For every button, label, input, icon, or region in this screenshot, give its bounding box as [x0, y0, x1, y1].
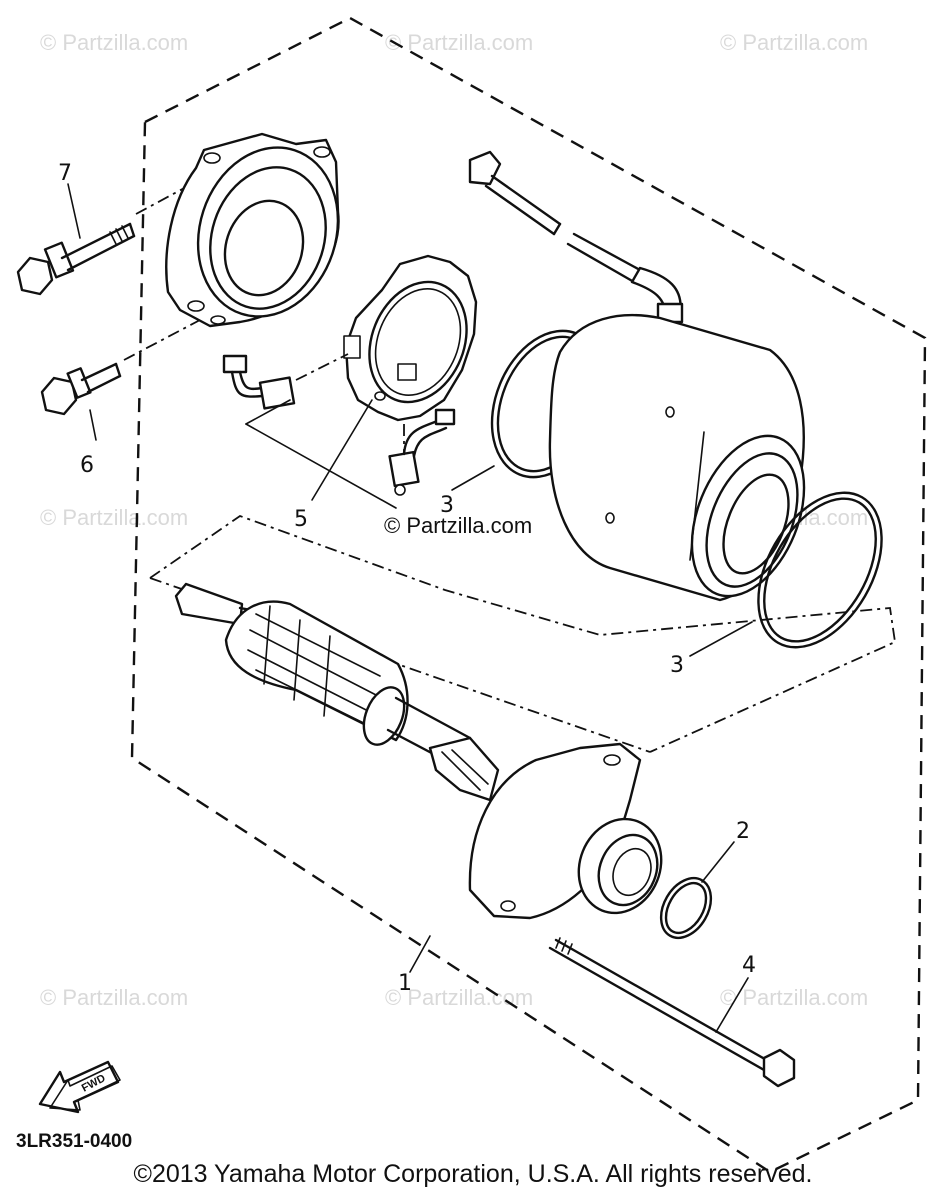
callout-3a-leader — [451, 465, 495, 491]
o-ring-yoke-front — [757, 491, 883, 649]
copyright-notice: ©2013 Yamaha Motor Corporation, U.S.A. A… — [133, 1160, 813, 1188]
callout-1: 1 — [398, 971, 412, 996]
callout-6-leader — [89, 409, 97, 441]
bolt-long — [16, 222, 136, 296]
callout-5: 5 — [294, 507, 308, 532]
watermark-top-center: © Partzilla.com — [385, 30, 533, 55]
callout-4-leader — [715, 977, 749, 1033]
brush-lead-left — [222, 354, 296, 410]
lead-wire — [468, 150, 684, 324]
bolt-long-guide — [135, 185, 189, 215]
yoke — [548, 313, 806, 602]
callout-2-leader — [701, 841, 735, 883]
armature-group-outline — [149, 514, 896, 753]
fwd-arrow-icon: FWD — [38, 1060, 121, 1114]
o-ring-small — [659, 876, 713, 940]
brush-lead-bottom — [388, 408, 456, 496]
bolt-short — [40, 362, 122, 416]
watermark-top-right: © Partzilla.com — [720, 30, 868, 55]
watermark-bottom-center: © Partzilla.com — [385, 985, 533, 1010]
watermark-mid-left: © Partzilla.com — [40, 505, 188, 530]
callout-6: 6 — [80, 453, 94, 478]
through-bolt — [548, 937, 796, 1088]
watermark-center: © Partzilla.com — [384, 513, 532, 538]
watermark-top-left: © Partzilla.com — [40, 30, 188, 55]
front-cover — [468, 742, 663, 920]
callout-3b: 3 — [670, 653, 684, 678]
callout-3b-leader — [689, 621, 753, 657]
callout-4: 4 — [742, 953, 756, 978]
armature — [174, 582, 500, 802]
bolt-short-guide — [123, 319, 201, 361]
rear-cover — [165, 132, 340, 328]
callout-1-leader — [409, 935, 431, 973]
o-ring-yoke-front-inner — [763, 497, 877, 643]
brush-bracket — [245, 399, 291, 425]
callout-7: 7 — [58, 161, 72, 186]
callout-3a: 3 — [440, 493, 454, 518]
watermark-bottom-left: © Partzilla.com — [40, 985, 188, 1010]
callout-5-leader — [311, 399, 373, 501]
callout-7-leader — [67, 183, 81, 239]
part-code: 3LR351-0400 — [16, 1131, 132, 1152]
brush-holder-plate — [343, 254, 478, 422]
brush-lead-left-guide — [295, 353, 349, 381]
callout-2: 2 — [736, 819, 750, 844]
o-ring-small-inner — [664, 881, 708, 935]
watermark-bottom-right: © Partzilla.com — [720, 985, 868, 1010]
brush-bracket-lower — [245, 423, 397, 509]
